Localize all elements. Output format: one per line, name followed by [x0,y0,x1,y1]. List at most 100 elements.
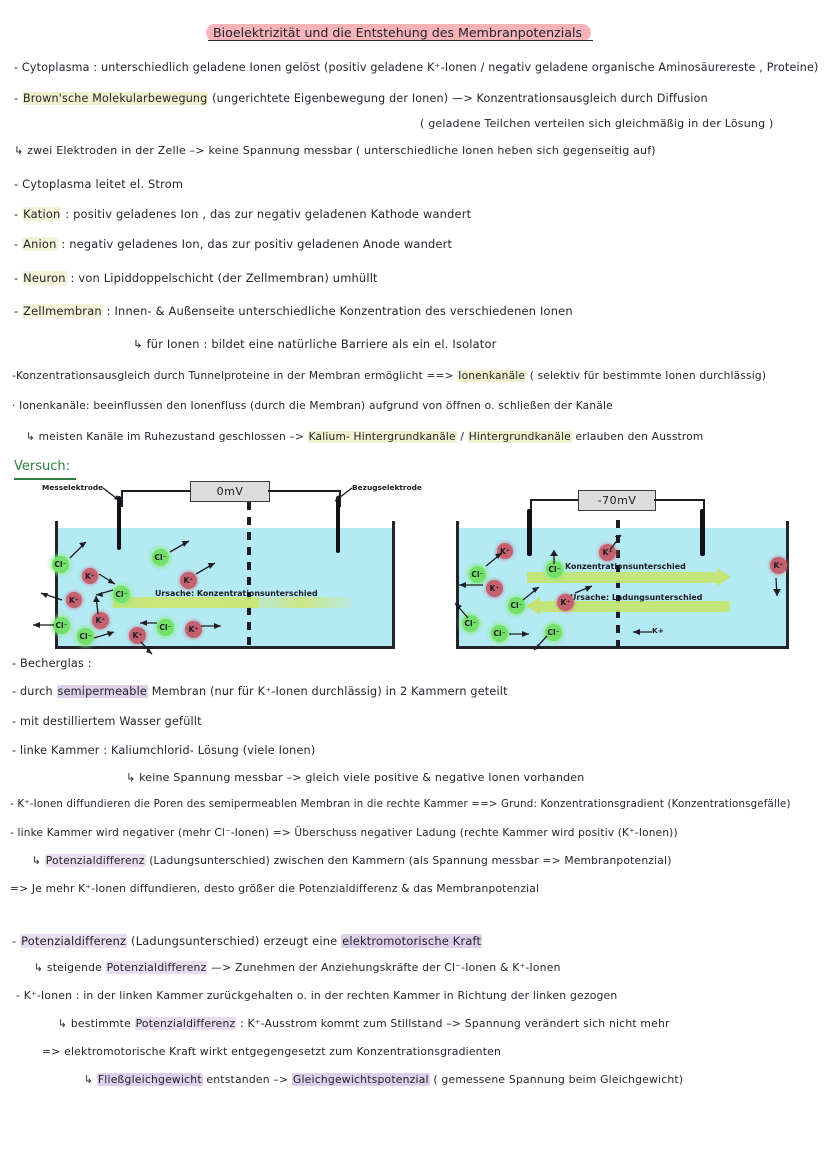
note-line-potenzialdifferenz: ↳ Potenzialdifferenz (Ladungsunterschied… [32,854,672,867]
note-line-brownsche-rest: (ungerichtete Eigenbewegung der Ionen) —… [212,92,708,105]
ion-chloride: Cl⁻ [113,586,130,603]
motion-arrow-icon [770,576,784,600]
motion-arrow-icon [93,628,120,642]
note-line-emk-a: - [12,934,21,948]
label-k-plus-bottom: K+ [652,626,664,635]
reference-electrode-right [700,509,705,556]
term-potenzialdifferenz-3: Potenzialdifferenz [105,961,208,974]
band-right-bottom-arrowhead [526,597,540,615]
beaker-left-wall-right [392,521,395,649]
beaker-left-wall-bottom [55,646,395,649]
note-line-isolator: ↳ für Ionen : bildet eine natürliche Bar… [133,337,497,351]
motion-arrow-icon [455,579,485,591]
ion-potassium: K⁺ [129,627,146,644]
motion-arrow-icon [93,586,115,600]
term-potenzialdifferenz-2: Potenzialdifferenz [20,934,128,948]
wire-right-diagram-right-vert [703,499,705,514]
note-line-anion: - Anion : negativ geladenes Ion, das zur… [14,237,452,251]
ion-chloride: Cl⁻ [469,566,486,583]
term-brownsche-molekularbewegung: Brown'sche Molekularbewegung [21,92,209,105]
note-line-bestimmte-pd-a: ↳ bestimmte [58,1017,135,1030]
motion-arrow-icon [452,600,472,620]
note-line-tunnelproteine: -Konzentrationsausgleich durch Tunnelpro… [12,370,766,382]
note-line-semipermeable-a: - durch [12,685,57,698]
ion-potassium: K⁺ [82,568,98,584]
motion-arrow-icon [30,619,56,631]
note-line-ruhezustand-b: erlauben den Ausstrom [575,431,704,443]
term-zellmembran: Zellmembran [22,304,103,318]
ion-chloride: Cl⁻ [545,624,562,641]
measuring-electrode-right [527,509,532,556]
motion-arrow-icon [98,572,121,590]
note-line-fliessgleichgewicht: ↳ Fließgleichgewicht entstanden –> Gleic… [84,1073,684,1086]
motion-arrow-icon [630,626,654,638]
term-elektromotorische-kraft: elektromotorische Kraft [341,934,483,948]
ion-chloride: Cl⁻ [77,628,94,645]
note-line-fliessgleichgewicht-a: ↳ [84,1073,97,1086]
term-ionenkanaele: Ionenkanäle [457,370,527,382]
motion-arrow-icon [195,560,222,578]
motion-arrow-icon [485,551,508,569]
note-line-diffusion-poren: - K⁺-Ionen diffundieren die Poren des se… [10,799,791,810]
note-line-destilliertes-wasser: - mit destilliertem Wasser gefüllt [12,715,202,728]
beaker-right-wall-left [456,521,459,649]
note-line-ruhezustand-mid: / [460,431,468,443]
note-line-fliessgleichgewicht-b: ( gemessene Spannung beim Gleichgewicht) [433,1073,684,1086]
label-ursache-ladungsunterschied: Ursache: Ladungsunterschied [570,593,703,602]
term-neuron: Neuron [22,271,67,285]
wire-right-diagram-left [530,499,578,501]
note-line-k-ionen-zurueckgehalten: - K⁺-Ionen : in der linken Kammer zurück… [16,989,618,1002]
voltmeter-left: 0mV [190,481,270,502]
note-line-kation: - Kation : positiv geladenes Ion , das z… [14,207,471,221]
note-line-ionenkanaele-fluss: · Ionenkanäle: beeinflussen den Ionenflu… [12,400,613,412]
beaker-right-fluid [458,528,788,646]
note-line-geladene-teilchen: ( geladene Teilchen verteilen sich gleic… [420,117,774,130]
term-kation: Kation [22,207,62,221]
term-semipermeable: semipermeable [56,685,148,698]
label-konzentrationsunterschied: Konzentrationsunterschied [565,562,686,571]
term-anion: Anion [22,237,58,251]
term-fliessgleichgewicht: Fließgleichgewicht [96,1073,203,1086]
label-messelektrode: Messelektrode [42,483,104,492]
term-potenzialdifferenz-4: Potenzialdifferenz [134,1017,237,1030]
band-left-gradient-2 [250,597,352,608]
note-line-semipermeable-b: Membran (nur für K⁺-Ionen durchlässig) i… [151,685,508,698]
dash-marker-kation: - [14,207,19,221]
note-line-cytoplasma-strom: - Cytoplasma leitet el. Strom [14,177,184,191]
note-line-je-mehr-k-ionen: => Je mehr K⁺-Ionen diffundieren, desto … [10,882,540,895]
ion-chloride: Cl⁻ [491,625,508,642]
voltmeter-right: -70mV [578,490,656,511]
motion-arrow-icon [139,640,157,658]
ion-chloride: Cl⁻ [508,597,525,614]
page-title: Bioelektrizität und die Entstehung des M… [206,22,592,41]
leader-messelektrode [102,487,127,506]
ion-potassium: K⁺ [486,580,503,597]
note-line-linke-kammer-negativer: - linke Kammer wird negativer (mehr Cl⁻-… [10,827,678,839]
note-line-potenzialdifferenz-a: ↳ [32,854,45,867]
wire-left-to-meter [121,490,191,492]
motion-arrow-icon [137,617,159,629]
beaker-right-wall-bottom [456,646,789,649]
note-line-bestimmte-pd: ↳ bestimmte Potenzialdifferenz : K⁺-Auss… [58,1017,670,1030]
beaker-left-wall-left [55,521,58,649]
note-line-potenzialdifferenz-b: (Ladungsunterschied) zwischen den Kammer… [149,854,672,867]
motion-arrow-icon [69,540,92,560]
motion-arrow-icon [38,590,64,604]
ion-chloride: Cl⁻ [157,619,174,636]
note-line-ruhezustand: ↳ meisten Kanäle im Ruhezustand geschlos… [26,431,703,443]
note-line-becherglas: - Becherglas : [12,657,92,670]
ion-chloride: Cl⁻ [152,549,169,566]
ion-potassium: K⁺ [497,543,513,559]
motion-arrow-icon [574,583,597,597]
ion-potassium: K⁺ [770,557,787,574]
ion-potassium: K⁺ [66,592,82,608]
note-line-neuron: - Neuron : von Lipiddoppelschicht (der Z… [14,271,378,285]
wire-right-diagram-right [654,499,704,501]
note-line-zellmembran: - Zellmembran : Innen- & Außenseite unte… [14,304,573,318]
motion-arrow-icon [548,548,562,566]
note-line-fliessgleichgewicht-mid: entstanden –> [206,1073,292,1086]
motion-arrow-icon [509,628,535,640]
wire-right-diagram-left-vert [530,499,532,514]
note-line-emk-mid: (Ladungsunterschied) erzeugt eine [131,934,342,948]
